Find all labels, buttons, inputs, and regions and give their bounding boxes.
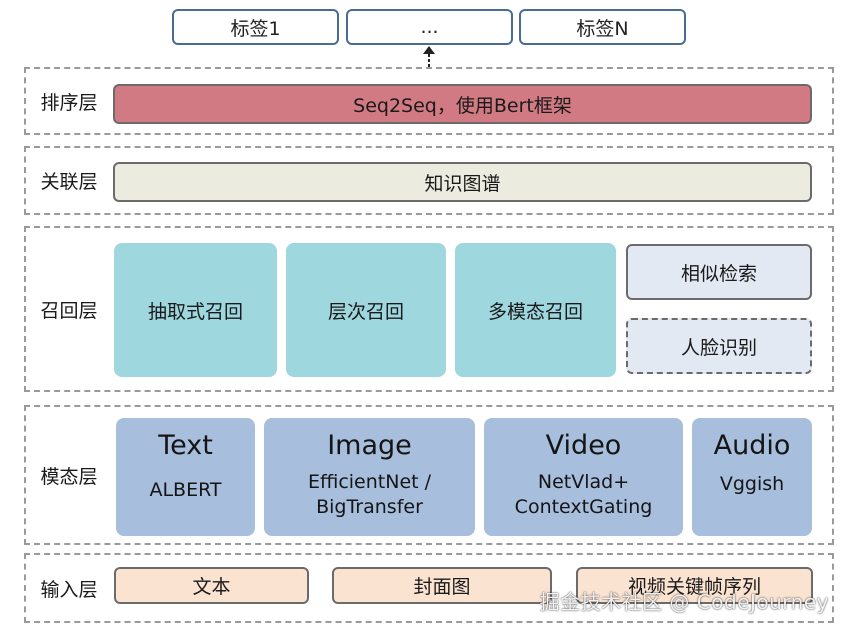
text-modality-title: Text (158, 430, 213, 461)
video-modality-box: Video NetVlad+ ContextGating (484, 418, 683, 536)
video-keyframes-input-box: 视频关键帧序列 (576, 567, 813, 604)
recall-layer-label: 召回层 (40, 299, 98, 322)
image-modality-title: Image (327, 430, 412, 461)
text-modality-box: Text ALBERT (116, 418, 255, 536)
sort-layer-label: 排序层 (40, 91, 98, 114)
output-tag-n: 标签N (519, 9, 686, 45)
video-modality-title: Video (545, 430, 622, 461)
video-modality-model: NetVlad+ ContextGating (514, 471, 653, 519)
image-modality-box: Image EfficientNet / BigTransfer (264, 418, 475, 536)
output-tag-1: 标签1 (172, 9, 339, 45)
seq2seq-bert-bar: Seq2Seq，使用Bert框架 (113, 84, 812, 124)
audio-modality-model: Vggish (719, 473, 785, 496)
up-arrow-icon (423, 46, 435, 67)
extractive-recall-box: 抽取式召回 (114, 243, 277, 377)
modality-layer-label: 模态层 (40, 465, 98, 488)
association-layer-label: 关联层 (40, 171, 98, 193)
knowledge-graph-bar: 知识图谱 (113, 162, 812, 202)
hierarchical-recall-box: 层次召回 (286, 243, 446, 377)
text-modality-model: ALBERT (149, 479, 222, 502)
cover-image-input-box: 封面图 (332, 567, 552, 604)
multimodal-recall-box: 多模态召回 (455, 243, 616, 377)
input-layer-label: 输入层 (40, 578, 98, 601)
face-recognition-box: 人脸识别 (626, 318, 812, 374)
audio-modality-box: Audio Vggish (692, 418, 812, 536)
similarity-search-box: 相似检索 (626, 244, 812, 300)
output-tag-ellipsis: ... (346, 9, 513, 45)
watermark: 掘金技术社区 @ CodeJourney (539, 590, 829, 614)
text-input-box: 文本 (114, 567, 309, 604)
audio-modality-title: Audio (713, 430, 791, 461)
image-modality-model: EfficientNet / BigTransfer (307, 471, 432, 519)
